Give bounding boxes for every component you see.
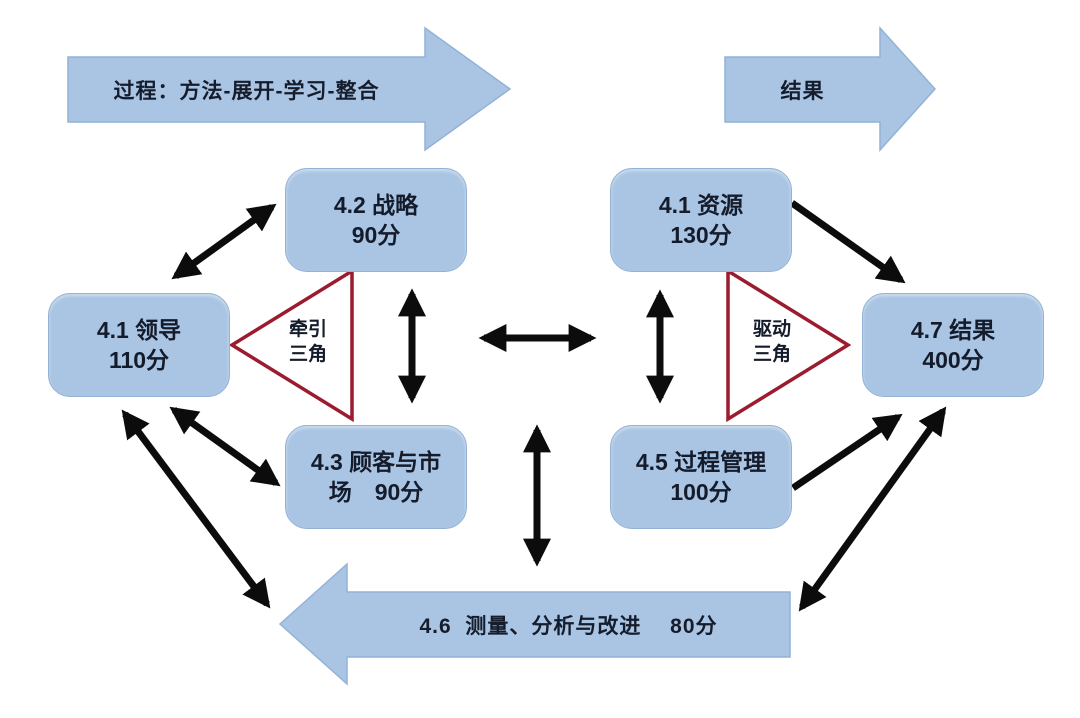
node-customers-score: 场 90分: [328, 479, 424, 505]
node-process-management: 4.5 过程管理 100分: [610, 425, 792, 529]
bottom-arrow-shape: [278, 562, 791, 686]
measurement-arrow-label: 4.6 测量、分析与改进 80分: [419, 614, 718, 638]
pull-triangle-line2: 三角: [288, 343, 327, 365]
node-leadership-title: 4.1 领导: [96, 316, 182, 343]
connector-arrows: [121, 200, 947, 612]
node-process-score: 100分: [670, 479, 732, 505]
drive-triangle-line2: 三角: [752, 343, 791, 365]
pull-triangle-shape: [228, 267, 354, 423]
process-arrow-label: 过程：方法-展开-学习-整合: [113, 79, 380, 103]
drive-triangle-label: 驱动 三角: [730, 318, 814, 367]
node-customers-market: 4.3 顾客与市 场 90分: [285, 425, 467, 529]
arrow-results-measurement: [798, 406, 947, 612]
arrow-resources-results: [789, 200, 906, 284]
node-results-score: 400分: [922, 347, 984, 373]
node-resources-score: 130分: [670, 222, 732, 248]
node-results-title: 4.7 结果: [910, 316, 996, 343]
arrow-leadership-customers: [169, 406, 281, 487]
node-leadership: 4.1 领导 110分: [48, 293, 230, 397]
drive-triangle-shape: [726, 267, 852, 423]
node-process-title: 4.5 过程管理: [635, 448, 767, 475]
pull-triangle-line1: 牵引: [288, 319, 327, 340]
node-customers-title: 4.3 顾客与市: [310, 448, 442, 475]
node-leadership-score: 110分: [108, 347, 170, 373]
node-results: 4.7 结果 400分: [862, 293, 1044, 397]
node-strategy-title: 4.2 战略: [333, 191, 419, 218]
arrow-process-results: [791, 413, 903, 491]
arrow-leadership-measurement: [121, 409, 271, 609]
node-resources-title: 4.1 资源: [658, 191, 744, 218]
process-arrow-shape: [67, 26, 512, 152]
drive-triangle-line1: 驱动: [752, 319, 791, 340]
node-strategy: 4.2 战略 90分: [285, 168, 467, 272]
result-arrow-shape: [724, 26, 937, 152]
node-strategy-score: 90分: [351, 222, 401, 248]
arrow-leadership-strategy: [171, 203, 277, 280]
result-arrow-label: 结果: [780, 79, 825, 103]
pull-triangle-label: 牵引 三角: [266, 318, 350, 367]
node-resources: 4.1 资源 130分: [610, 168, 792, 272]
